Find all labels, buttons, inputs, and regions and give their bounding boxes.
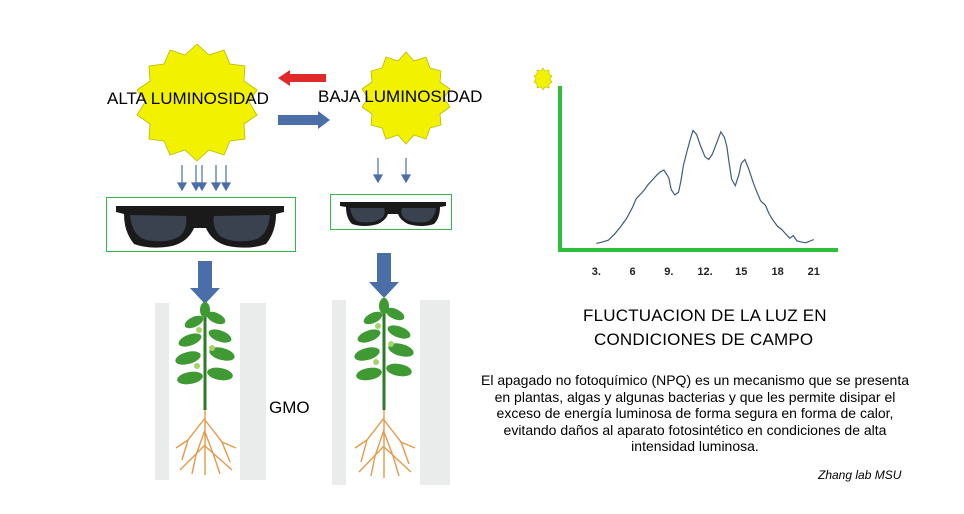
x-tick-label: 15 <box>735 266 747 278</box>
sun-icon <box>361 51 451 145</box>
chart-title-line1: FLUCTUACION DE LA LUZ EN <box>583 306 827 325</box>
arrow-right-icon <box>278 111 330 129</box>
plant-icon <box>175 302 237 475</box>
x-tick-label: 12. <box>697 266 712 278</box>
x-tick-label: 21 <box>808 266 820 278</box>
sun-icon <box>533 67 553 91</box>
chart-title-line2: CONDICIONES DE CAMPO <box>594 330 814 349</box>
arrow-down-icon <box>190 261 220 304</box>
pot-wall-right <box>240 303 266 480</box>
sun-icon <box>136 43 258 162</box>
light-rays-low <box>372 158 412 184</box>
arrow-left-icon <box>278 70 326 86</box>
arrow-down-icon <box>369 253 399 298</box>
x-tick-label: 18 <box>771 266 783 278</box>
x-tick-label: 6 <box>629 266 635 278</box>
description-line: en plantas, algas y algunas bacterias y … <box>494 388 896 405</box>
sunglasses-small-icon <box>340 202 446 226</box>
plant-icon <box>354 298 416 478</box>
label-low-light: BAJA LUMINOSIDAD <box>318 87 483 106</box>
series-line <box>596 129 815 244</box>
pot-wall-left <box>155 303 169 480</box>
description-line: intensidad luminosa. <box>631 438 759 454</box>
x-tick-label: 3. <box>592 266 601 278</box>
sunglasses-large-icon <box>116 206 284 248</box>
description-line: El apagado no fotoquímico (NPQ) es un me… <box>480 372 910 388</box>
x-tick-label: 9. <box>664 266 673 278</box>
description: El apagado no fotoquímico (NPQ) es un me… <box>440 372 950 455</box>
light-rays-high <box>176 165 232 192</box>
description-line: exceso de energía luminosa de forma segu… <box>496 405 894 421</box>
credit: Zhang lab MSU <box>818 468 902 482</box>
label-high-light: ALTA LUMINOSIDAD <box>107 89 269 108</box>
description-line: evitando daños al aparato fotosintético … <box>503 421 887 438</box>
label-gmo: GMO <box>269 398 310 417</box>
glasses-box-low <box>330 194 452 230</box>
glasses-box-high <box>106 197 296 252</box>
pot-wall-left <box>332 300 346 485</box>
pot-wall-right <box>420 300 450 485</box>
